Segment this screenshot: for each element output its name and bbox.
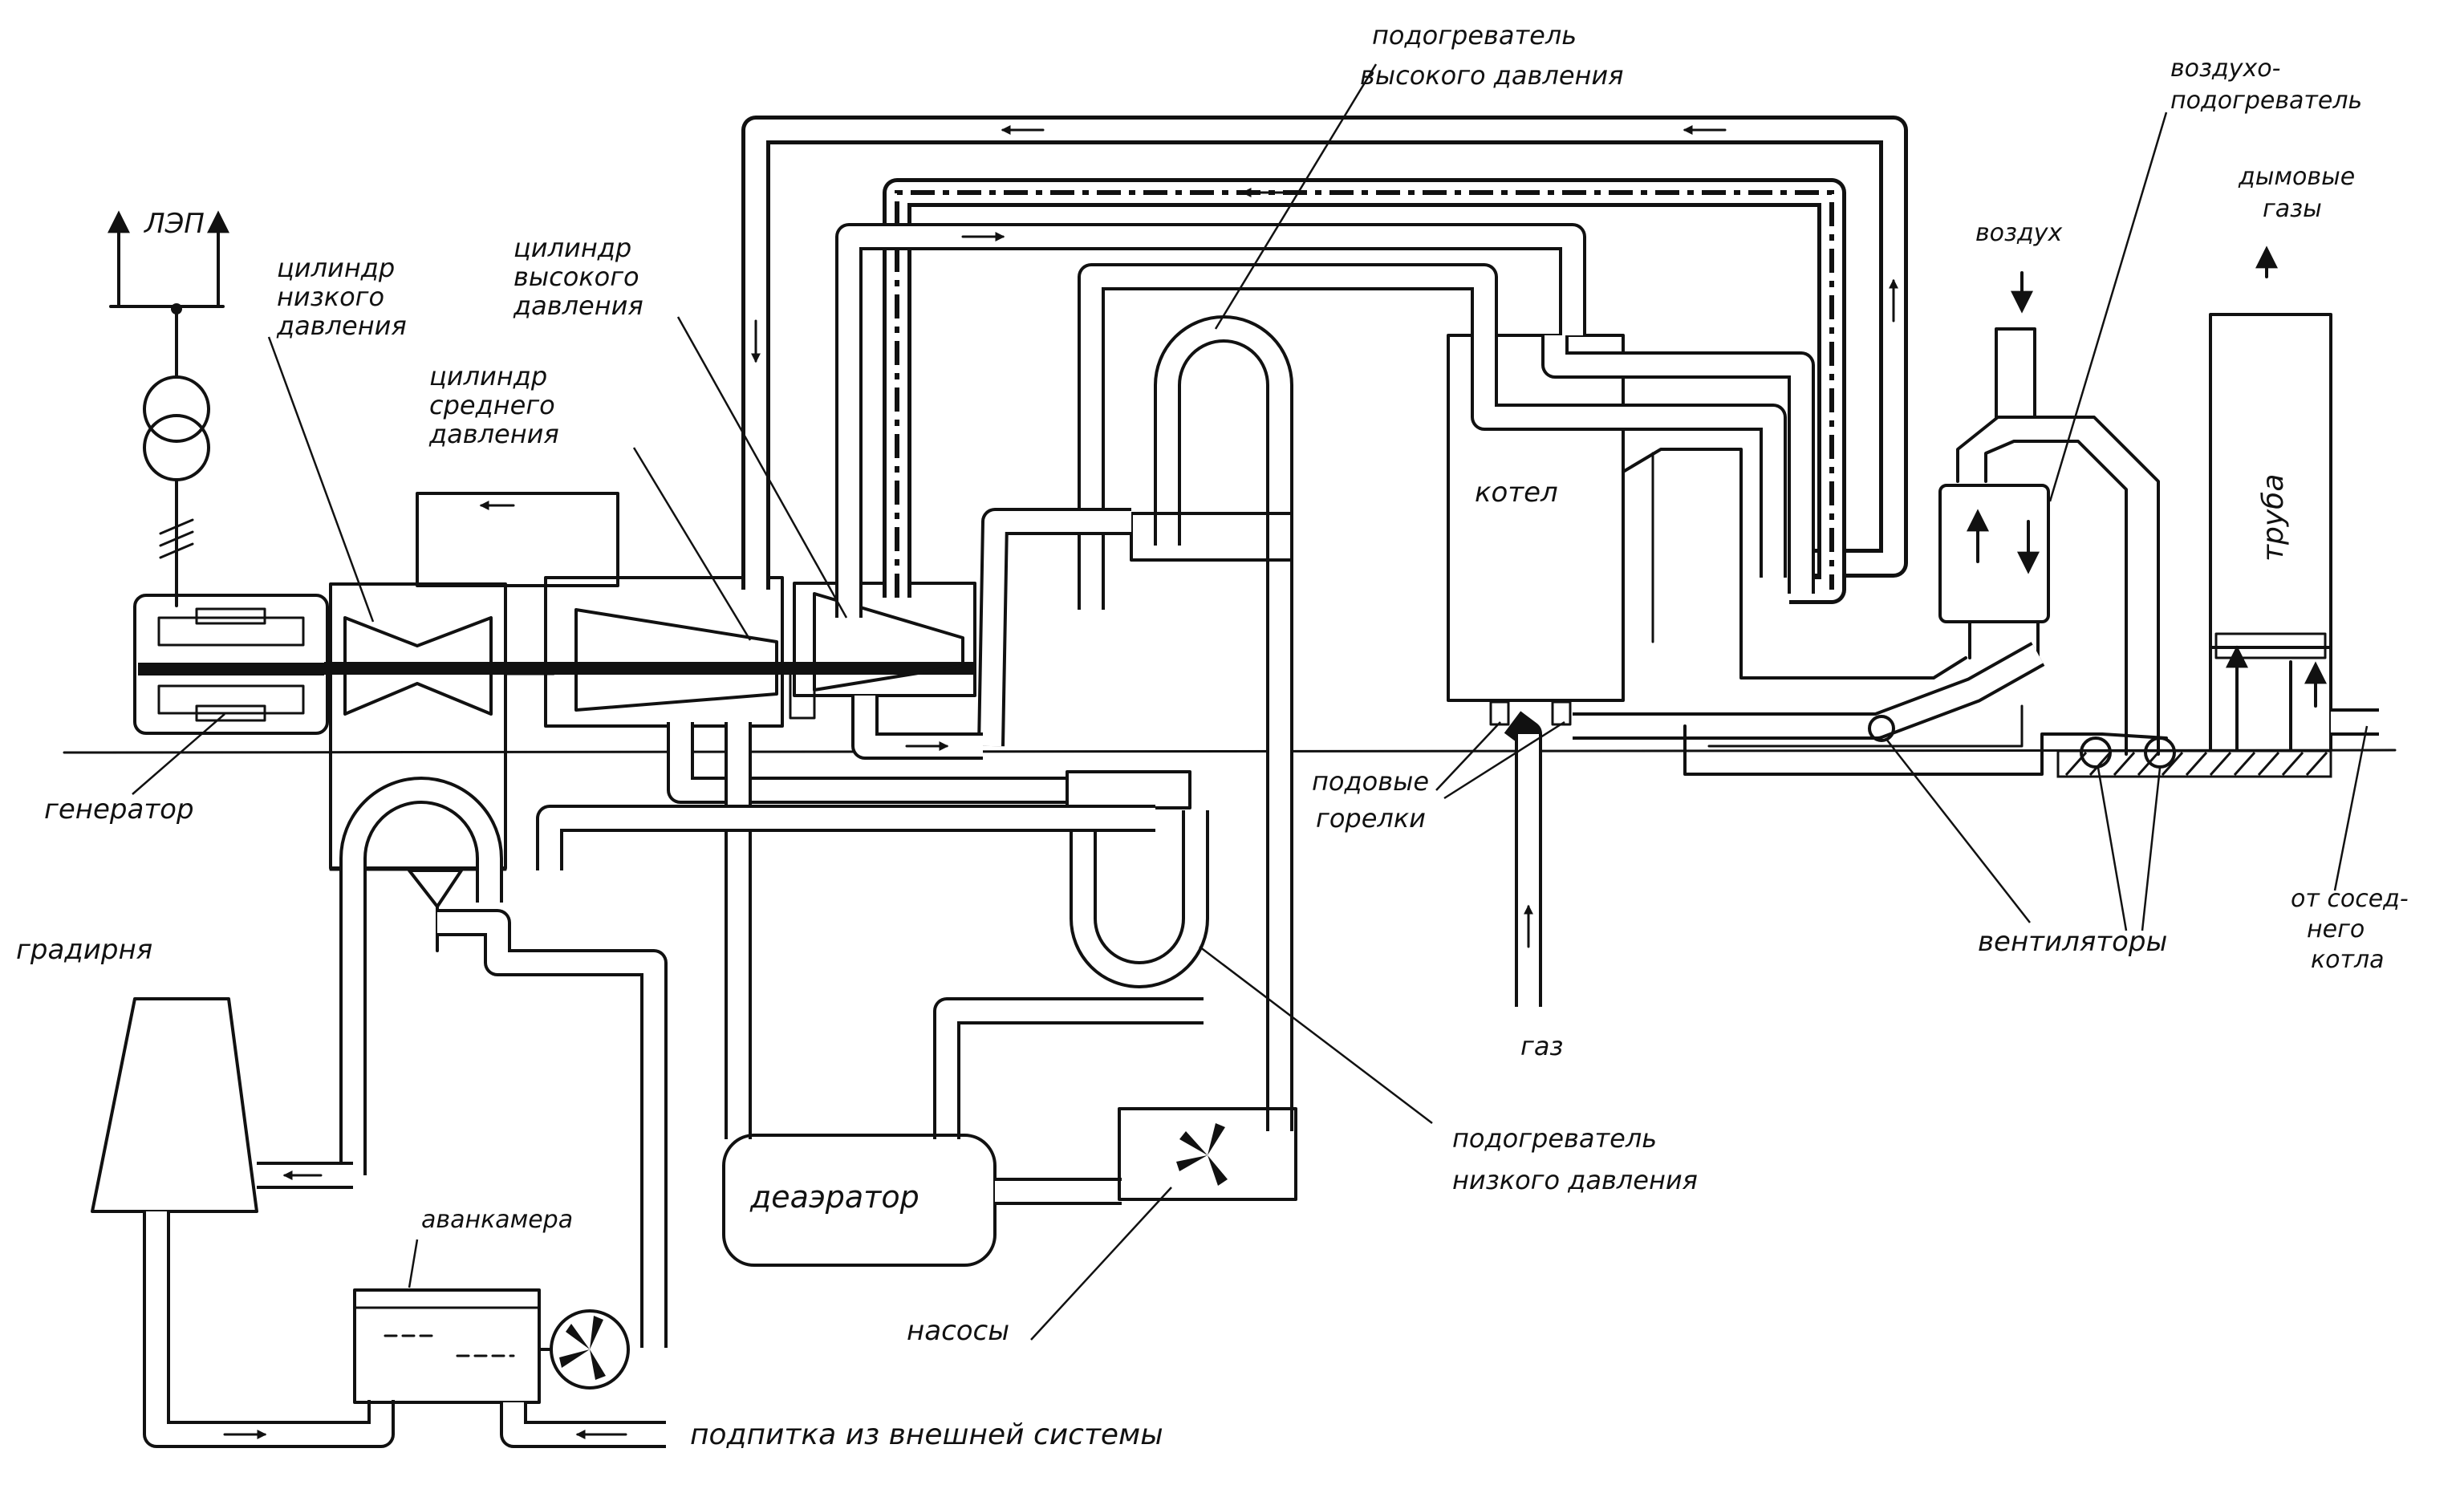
deaerator-label: деаэратор	[749, 1179, 919, 1215]
generator-label: генератор	[44, 793, 194, 826]
generator	[133, 594, 329, 735]
forebay-label: аванкамера	[421, 1206, 573, 1234]
lp-cylinder-label: цилиндр низкого давления	[276, 253, 407, 341]
chimney-label: труба	[2257, 474, 2290, 562]
boiler-label: котел	[1475, 477, 1558, 509]
mp-cylinder	[504, 576, 784, 728]
feed-pump-icon	[1118, 1107, 1297, 1201]
air-heater-label: воздухо- подогреватель	[2170, 55, 2362, 115]
hp-cylinder-label: цилиндр высокого давления	[513, 233, 647, 321]
fan-icon	[2080, 736, 2112, 769]
hp-heater-label: подогреватель высокого давления	[1360, 20, 1623, 91]
mp-cylinder-label: цилиндр среднего давления	[428, 361, 563, 449]
lp-heater-label: подогреватель низкого давления	[1452, 1123, 1698, 1195]
power-line-transformer	[108, 210, 229, 607]
hp-heater-pipe	[977, 263, 1498, 1131]
fan-icon	[1868, 715, 1895, 742]
circulation-pump-icon	[538, 1309, 630, 1390]
deaerator	[722, 1134, 1122, 1267]
fans-label: вентиляторы	[1978, 926, 2167, 958]
turbine-shaft	[324, 662, 974, 675]
hp-cylinder	[789, 582, 976, 720]
leader-lines	[132, 63, 2369, 1341]
forebay	[353, 1288, 541, 1404]
extraction-pipes	[536, 722, 1209, 1139]
neighbor-boiler-label: от сосед- него котла	[2291, 885, 2416, 974]
main-steam-pipe	[741, 116, 1908, 618]
cooling-tower	[91, 997, 395, 1448]
pumps-label: насосы	[907, 1315, 1009, 1347]
condenser	[329, 777, 668, 1348]
air-heater	[1938, 327, 2160, 756]
makeup-label: подпитка из внешней системы	[690, 1418, 1163, 1451]
boiler	[1447, 334, 1743, 726]
burners-label: подовые горелки	[1312, 766, 1437, 834]
flue-gases-label: дымовые газы	[2238, 163, 2363, 223]
fan-icon	[2144, 736, 2176, 769]
air-ducts	[1573, 271, 2379, 776]
ground-line	[63, 749, 2397, 754]
power-line-label: ЛЭП	[143, 208, 205, 240]
air-label: воздух	[1975, 219, 2062, 247]
hp-exhaust-pipe	[851, 696, 983, 760]
cooling-tower-label: градирня	[16, 934, 152, 966]
boiler-pipes	[1471, 335, 1815, 594]
gas-label: газ	[1520, 1031, 1563, 1061]
